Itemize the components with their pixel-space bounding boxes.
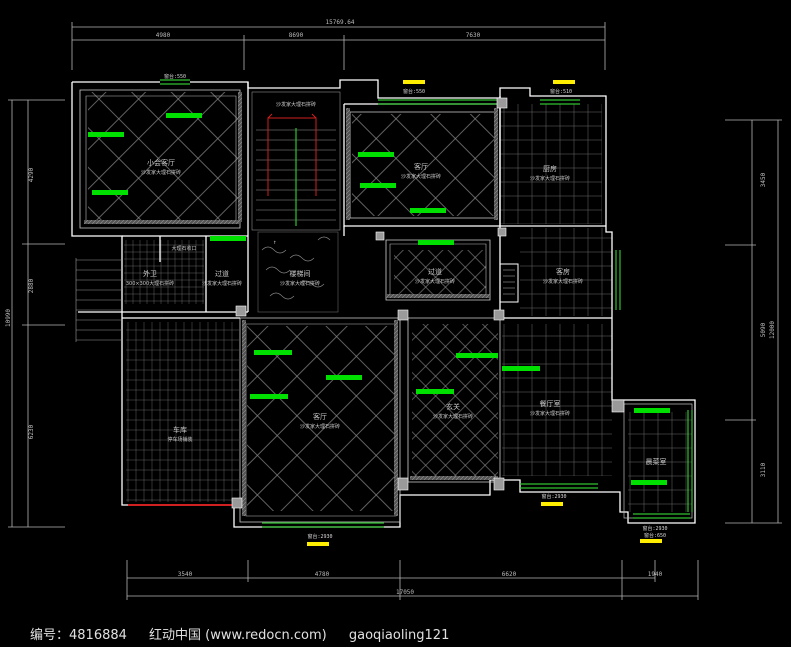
- label-guest-room: 客房: [556, 267, 570, 276]
- label-garage: 车库: [173, 425, 187, 434]
- label-corridor: 过道: [428, 267, 442, 276]
- outside-steps: [75, 258, 122, 342]
- footer-author: gaoqiaoling121: [348, 628, 450, 643]
- floor-foyer-text: 沙发家大理石拼砖: [433, 413, 473, 420]
- dim-bottom-seg-4: 1940: [648, 571, 663, 578]
- dim-left-seg-1: 4290: [28, 167, 35, 182]
- tag-win-top-mid: 窗台:550: [403, 88, 425, 95]
- floor-guest-room: [520, 228, 612, 316]
- floor-hall-small-text: 沙发家大理石拼砖: [202, 280, 242, 287]
- staircase: ↑: [251, 91, 341, 313]
- floor-corridor-text: 沙发家大理石拼砖: [415, 278, 455, 285]
- label-kitchen: 厨房: [543, 164, 557, 173]
- label-stair-room: 楼梯间: [290, 269, 311, 278]
- dimension-lines: [8, 22, 782, 600]
- marble-edge-label: 大理石收口: [171, 245, 196, 252]
- label-living: 客厅: [313, 412, 327, 421]
- dim-bottom-seg-3: 6620: [502, 571, 517, 578]
- dim-top-total: 15769.64: [326, 19, 355, 26]
- tag-door-sun-2: 窗台:650: [644, 532, 666, 539]
- dim-top-seg-3: 7630: [466, 32, 481, 39]
- windows: [160, 79, 693, 528]
- dim-top-seg-1: 4980: [156, 32, 171, 39]
- structural-columns: [231, 97, 625, 509]
- dim-left-seg-3: 6230: [28, 424, 35, 439]
- floor-guest-wc-text: 300×300大理石拼砖: [126, 280, 174, 287]
- floor-garage: [126, 322, 239, 502]
- tag-win-top-left: 窗台:550: [164, 73, 186, 80]
- floor-kitchen: [500, 104, 602, 224]
- floor-sunroom: [628, 412, 692, 512]
- floor-kitchen-text: 沙发家大理石拼砖: [530, 175, 570, 182]
- dim-left-seg-2: 2880: [28, 278, 35, 293]
- footer-id: 编号：4816884: [30, 628, 127, 643]
- tag-door-dining: 窗台:2930: [541, 493, 566, 500]
- label-lounge: 客厅: [414, 162, 428, 171]
- wall-hatching: [84, 92, 498, 516]
- label-sunroom: 晨菜室: [646, 457, 667, 466]
- floor-dining-text: 沙发家大理石拼砖: [530, 410, 570, 417]
- green-markers: [88, 113, 670, 485]
- floor-guest-room-text: 沙发家大理石拼砖: [543, 278, 583, 285]
- dim-right-seg-2: 5090: [760, 322, 767, 337]
- floor-living-text: 沙发家大理石拼砖: [300, 423, 340, 430]
- dim-right-seg-3: 3110: [760, 462, 767, 477]
- floor-patterns: [88, 92, 692, 512]
- footer-site: 红动中国 (www.redocn.com): [149, 628, 327, 643]
- floor-small-meeting-text: 沙发家大理石拼砖: [141, 169, 181, 176]
- tag-door-sun-1: 窗台:2930: [642, 525, 667, 532]
- dim-top-seg-2: 8690: [289, 32, 304, 39]
- label-foyer: 玄关: [446, 402, 460, 411]
- stair-vertical-tag: ↑: [273, 239, 277, 246]
- dim-bottom-seg-1: 3540: [178, 571, 193, 578]
- floor-lounge-text: 沙发家大理石拼砖: [401, 173, 441, 180]
- floor-stair-top-text: 沙发家大理石拼砖: [276, 101, 316, 108]
- floor-living: [247, 326, 396, 511]
- yellow-tags: [307, 80, 662, 546]
- dim-bottom-seg-2: 4780: [315, 571, 330, 578]
- floor-dining: [502, 324, 612, 476]
- floor-foyer: [412, 324, 498, 476]
- tag-door-living: 窗台:2930: [307, 533, 332, 540]
- floor-guest-wc: [124, 240, 204, 304]
- floor-small-meeting: [88, 92, 240, 220]
- floor-corridor: [394, 250, 486, 294]
- duct-column: [499, 263, 519, 303]
- footer-watermark: 编号：4816884 红动中国 (www.redocn.com) gaoqiao…: [30, 624, 467, 643]
- dim-bottom-total: 17050: [396, 589, 414, 596]
- dim-left-total: 10990: [5, 309, 12, 327]
- label-dining: 餐厅室: [540, 399, 561, 408]
- floor-garage-text: 停车场铺装: [167, 436, 192, 443]
- floor-lounge: [352, 114, 494, 216]
- dim-right-total: 12000: [769, 321, 776, 339]
- tag-win-top-right: 窗台:510: [550, 88, 572, 95]
- floor-stair-room-text: 沙发家大理石拼砖: [280, 280, 320, 287]
- dim-right-seg-1: 3450: [760, 172, 767, 187]
- label-guest-wc: 外卫: [143, 269, 157, 278]
- room-labels: 小会客厅 沙发家大理石拼砖 沙发家大理石拼砖 客厅 沙发家大理石拼砖 厨房 沙发…: [126, 101, 667, 466]
- label-hall-small: 过道: [215, 269, 229, 278]
- label-small-meeting: 小会客厅: [147, 158, 175, 167]
